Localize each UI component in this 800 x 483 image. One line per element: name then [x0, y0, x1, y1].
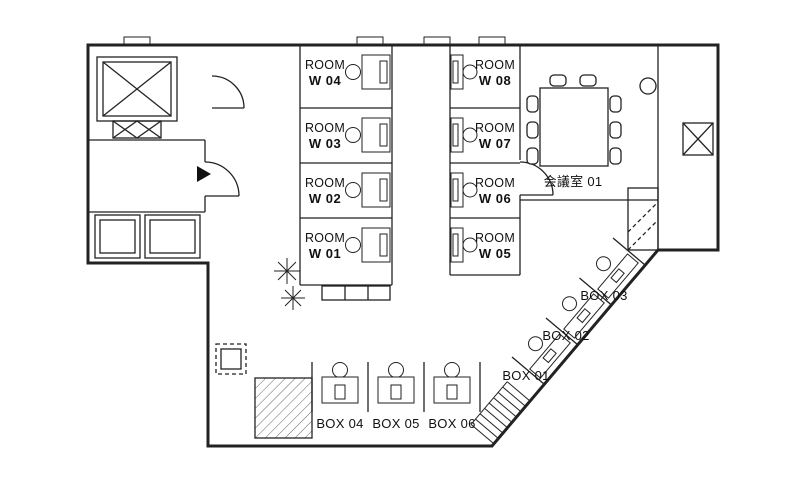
desk-w05: [450, 227, 478, 263]
roof-vents: [123, 36, 506, 46]
room-walls-left: [299, 45, 393, 286]
desk-box06: [433, 362, 471, 404]
elevator: [96, 56, 178, 139]
desk-box01: [528, 333, 571, 379]
desk-w02: [345, 172, 391, 208]
bottom-partitions: [311, 362, 481, 412]
box-desks-diagonal: [528, 253, 639, 379]
desk-box02: [562, 293, 605, 339]
desk-w07: [450, 117, 478, 153]
meeting-room-label: 会議室 01: [543, 174, 603, 189]
column: [639, 77, 657, 95]
room-desks-left: [345, 54, 391, 263]
entrance-room: [88, 139, 240, 213]
room-desks-right: [450, 54, 478, 263]
desk-w06: [450, 172, 478, 208]
plant-icon: [274, 258, 300, 284]
box-label-01: BOX 01: [502, 368, 550, 383]
plant-icon: [281, 286, 305, 310]
box-label-06: BOX 06: [428, 416, 476, 431]
box-partitions: [511, 237, 646, 385]
box-label-02: BOX 02: [542, 328, 590, 343]
diagonal-stairs: [470, 381, 531, 445]
box-label-04: BOX 04: [316, 416, 364, 431]
box-label-03: BOX 03: [580, 288, 628, 303]
corridor-door: [211, 75, 245, 109]
box-desks-bottom: [321, 362, 471, 404]
desk-w04: [345, 54, 391, 90]
desk-box05: [377, 362, 415, 404]
storage-box: [215, 343, 247, 375]
box-label-05: BOX 05: [372, 416, 420, 431]
desk-w01: [345, 227, 391, 263]
room-walls-right: [449, 45, 520, 276]
meeting-room-walls: [519, 45, 659, 275]
entrance-arrow-icon: [197, 166, 211, 182]
meeting-table: [539, 87, 609, 167]
vent-box: [682, 122, 714, 156]
desk-w03: [345, 117, 391, 153]
desk-box04: [321, 362, 359, 404]
desk-box03: [596, 253, 639, 299]
service-shaft: [627, 187, 659, 251]
stair-shaft: [254, 377, 313, 439]
cabinet: [321, 285, 391, 301]
restrooms: [94, 214, 201, 259]
desk-w08: [450, 54, 478, 90]
meeting-chairs: [526, 74, 622, 165]
outer-wall: [86, 43, 720, 448]
